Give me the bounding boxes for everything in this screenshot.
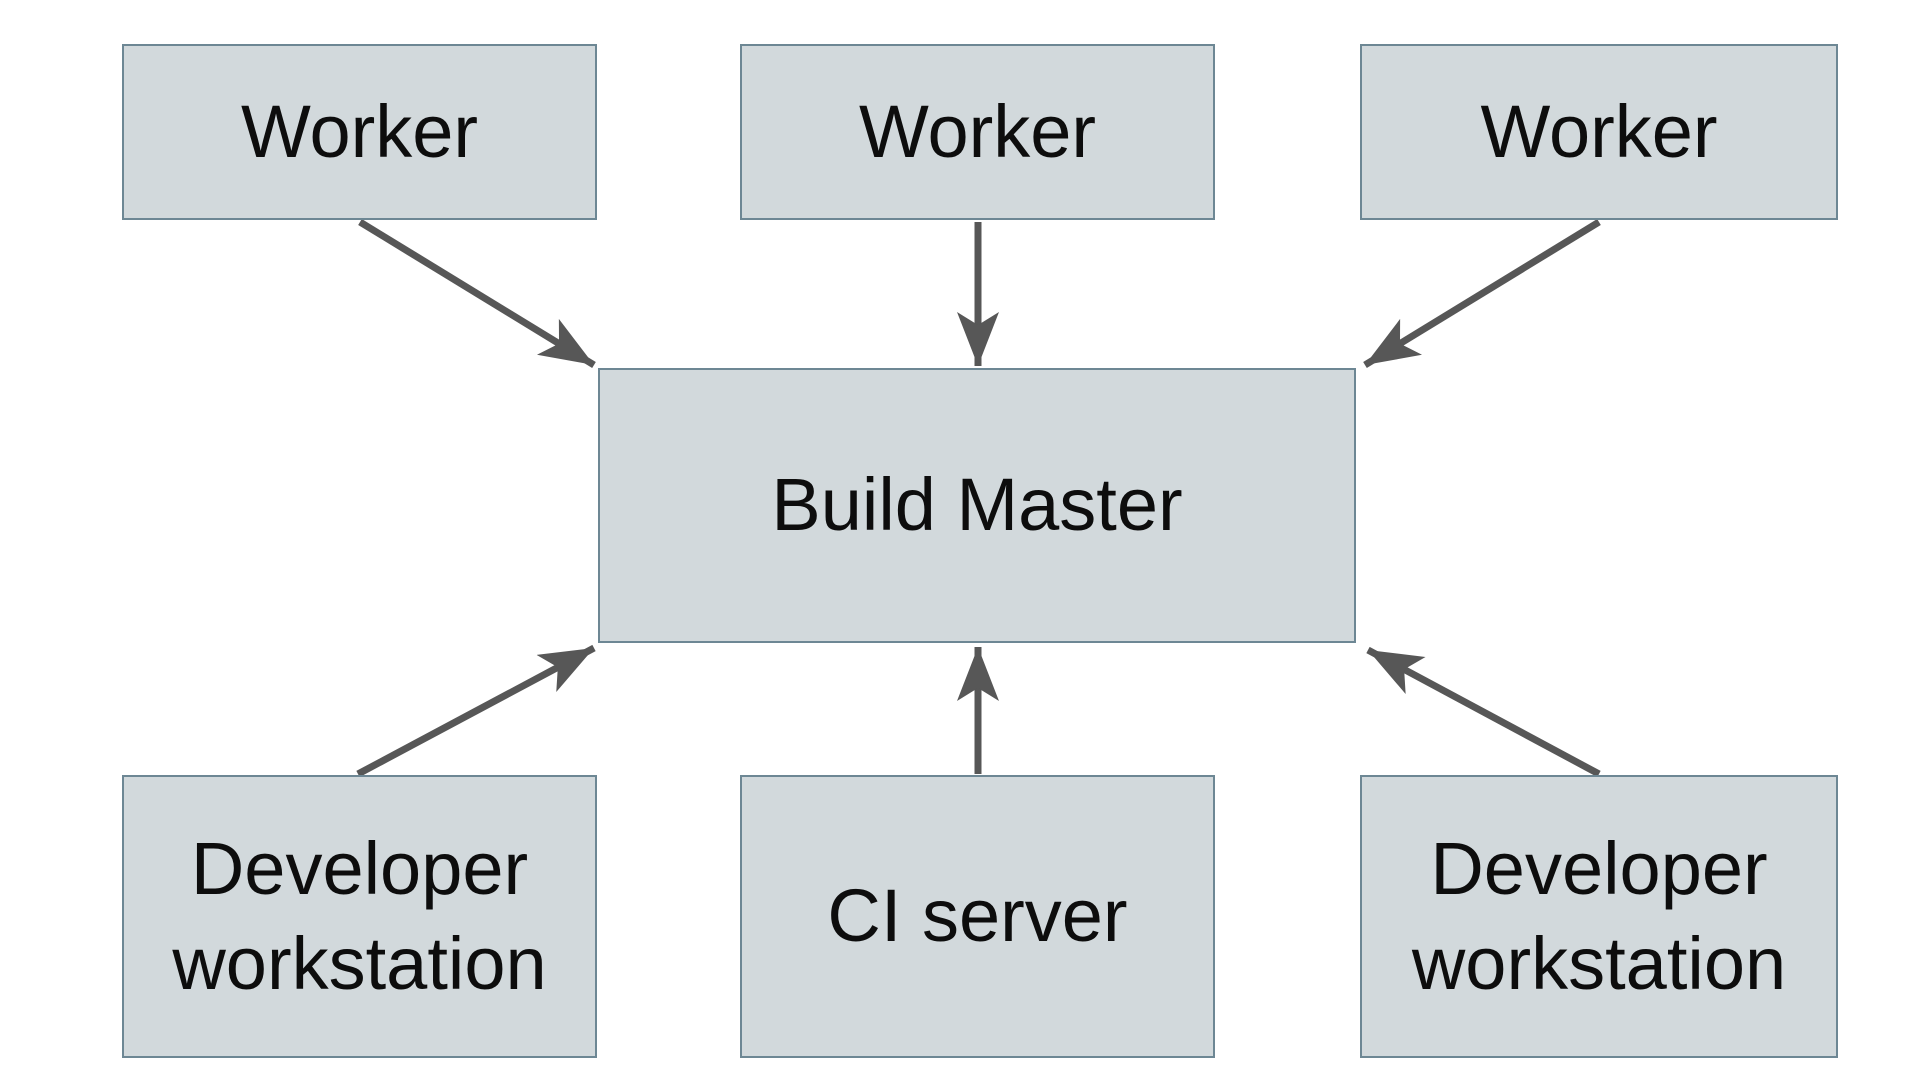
arrow-worker-left-to-build-master [358, 219, 596, 368]
node-worker-right: Worker [1360, 44, 1838, 220]
arrow-dev-right-to-build-master [1366, 646, 1601, 778]
arrow-dev-left-to-build-master [356, 644, 596, 778]
node-worker-left: Worker [122, 44, 597, 220]
node-worker-left-label: Worker [240, 89, 479, 173]
arrow-worker-right-to-build-master [1363, 219, 1601, 368]
node-build-master: Build Master [598, 368, 1356, 643]
node-developer-workstation-right-label: Developer workstation [1411, 826, 1787, 1005]
node-developer-workstation-left-label: Developer workstation [172, 826, 547, 1005]
node-build-master-label: Build Master [771, 463, 1183, 547]
node-ci-server: CI server [740, 775, 1215, 1058]
node-worker-right-label: Worker [1480, 89, 1718, 173]
node-developer-workstation-right: Developer workstation [1360, 775, 1838, 1058]
node-developer-workstation-left: Developer workstation [122, 775, 597, 1058]
node-ci-server-label: CI server [827, 874, 1128, 958]
node-worker-center: Worker [740, 44, 1215, 220]
node-worker-center-label: Worker [858, 89, 1097, 173]
